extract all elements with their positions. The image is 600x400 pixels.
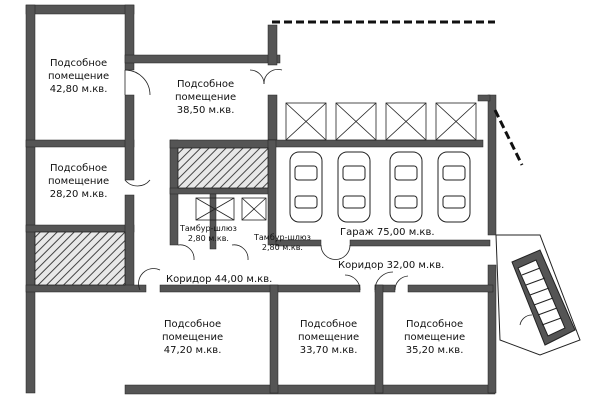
room-label-38-50: Подсобное помещение 38,50 м.кв. bbox=[175, 78, 236, 117]
interior-walls bbox=[25, 94, 494, 394]
room-label-47-20: Подсобное помещение 47,20 м.кв. bbox=[162, 318, 223, 357]
room-label-35-20: Подсобное помещение 35,20 м.кв. bbox=[404, 318, 465, 357]
room-area: 47,20 м.кв. bbox=[163, 345, 222, 356]
room-name: помещение bbox=[175, 92, 237, 103]
room-area: 38,50 м.кв. bbox=[176, 105, 235, 116]
room-name: помещение bbox=[48, 176, 110, 187]
room-label-28-20: Подсобное помещение 28,20 м.кв. bbox=[48, 162, 109, 201]
room-name: Подсобное bbox=[49, 163, 108, 174]
room-name: Подсобное bbox=[405, 319, 464, 330]
vestibule-area: 2,80 м.кв. bbox=[261, 243, 303, 252]
corridor-label-2: Коридор 32,00 м.кв. bbox=[338, 260, 445, 271]
room-name: помещение bbox=[298, 332, 360, 343]
room-name: Подсобное bbox=[299, 319, 358, 330]
outer-walls bbox=[25, 4, 497, 395]
car-icon bbox=[289, 151, 323, 223]
garage-vents bbox=[285, 102, 477, 141]
room-name: Подсобное bbox=[49, 58, 108, 69]
vestibule-label-1: Тамбур-шлюз 2,80 м.кв. bbox=[180, 224, 237, 244]
car-icon bbox=[437, 151, 471, 223]
room-name: Подсобное bbox=[163, 319, 222, 330]
room-area: 28,20 м.кв. bbox=[49, 189, 108, 200]
room-area: 33,70 м.кв. bbox=[299, 345, 358, 356]
right-window bbox=[493, 109, 524, 166]
shaft-boxes bbox=[195, 197, 267, 221]
room-name: помещение bbox=[404, 332, 466, 343]
hatched-area-2 bbox=[177, 147, 269, 189]
doors bbox=[124, 69, 533, 326]
vestibule-name: Тамбур-шлюз bbox=[180, 224, 237, 233]
vestibule-name: Тамбур-шлюз bbox=[254, 233, 311, 242]
room-label-42-80: Подсобное помещение 42,80 м.кв. bbox=[48, 57, 109, 96]
room-name: помещение bbox=[162, 332, 224, 343]
car-icon bbox=[337, 151, 371, 223]
room-name: Подсобное bbox=[176, 79, 235, 90]
room-area: 42,80 м.кв. bbox=[49, 84, 108, 95]
staircase bbox=[495, 234, 581, 356]
garage-label: Гараж 75,00 м.кв. bbox=[340, 227, 435, 238]
vestibule-area: 2,80 м.кв. bbox=[187, 234, 229, 243]
car-icon bbox=[389, 151, 423, 223]
room-label-33-70: Подсобное помещение 33,70 м.кв. bbox=[298, 318, 359, 357]
vestibule-label-2: Тамбур-шлюз 2,80 м.кв. bbox=[254, 233, 311, 253]
cars bbox=[289, 151, 471, 223]
room-name: помещение bbox=[48, 71, 110, 82]
room-area: 35,20 м.кв. bbox=[405, 345, 464, 356]
corridor-label-1: Коридор 44,00 м.кв. bbox=[166, 274, 273, 285]
hatched-area-1 bbox=[34, 231, 126, 286]
